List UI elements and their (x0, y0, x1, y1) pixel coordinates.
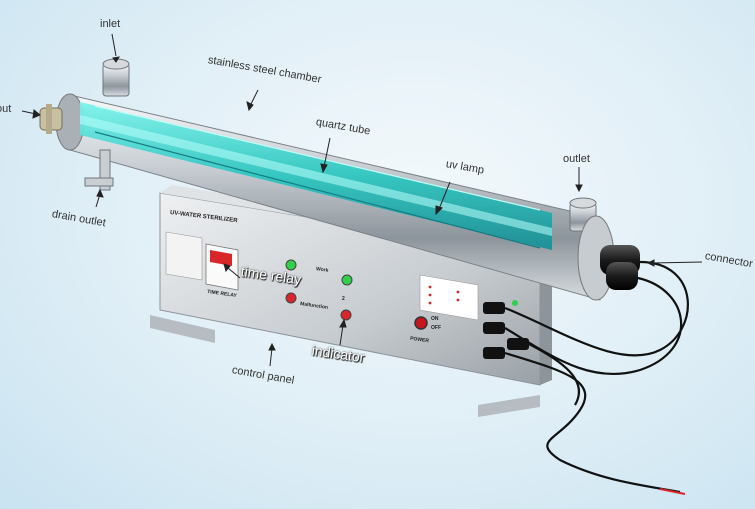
cables (504, 260, 689, 494)
inlet-pipe (102, 58, 130, 97)
work-indicator-2 (341, 274, 353, 286)
panel-number-label: 2 (342, 296, 345, 302)
work-indicator-1 (285, 259, 297, 271)
quartz-tube (80, 115, 552, 236)
label-out: out (0, 103, 12, 115)
malfunction-indicator-2 (340, 309, 352, 321)
label-inlet: inlet (100, 18, 121, 30)
leader-lines (21, 33, 703, 367)
panel-off-label: OFF (431, 325, 441, 331)
malfunction-indicator-1 (285, 292, 297, 304)
power-button (414, 316, 428, 330)
stand (150, 315, 540, 417)
label-outlet: outlet (563, 153, 590, 165)
stainless-steel-chamber (55, 93, 601, 301)
panel-on-label: ON (431, 316, 439, 322)
left-end-fitting (39, 104, 63, 134)
connector (577, 215, 640, 301)
drain-outlet (84, 149, 114, 191)
